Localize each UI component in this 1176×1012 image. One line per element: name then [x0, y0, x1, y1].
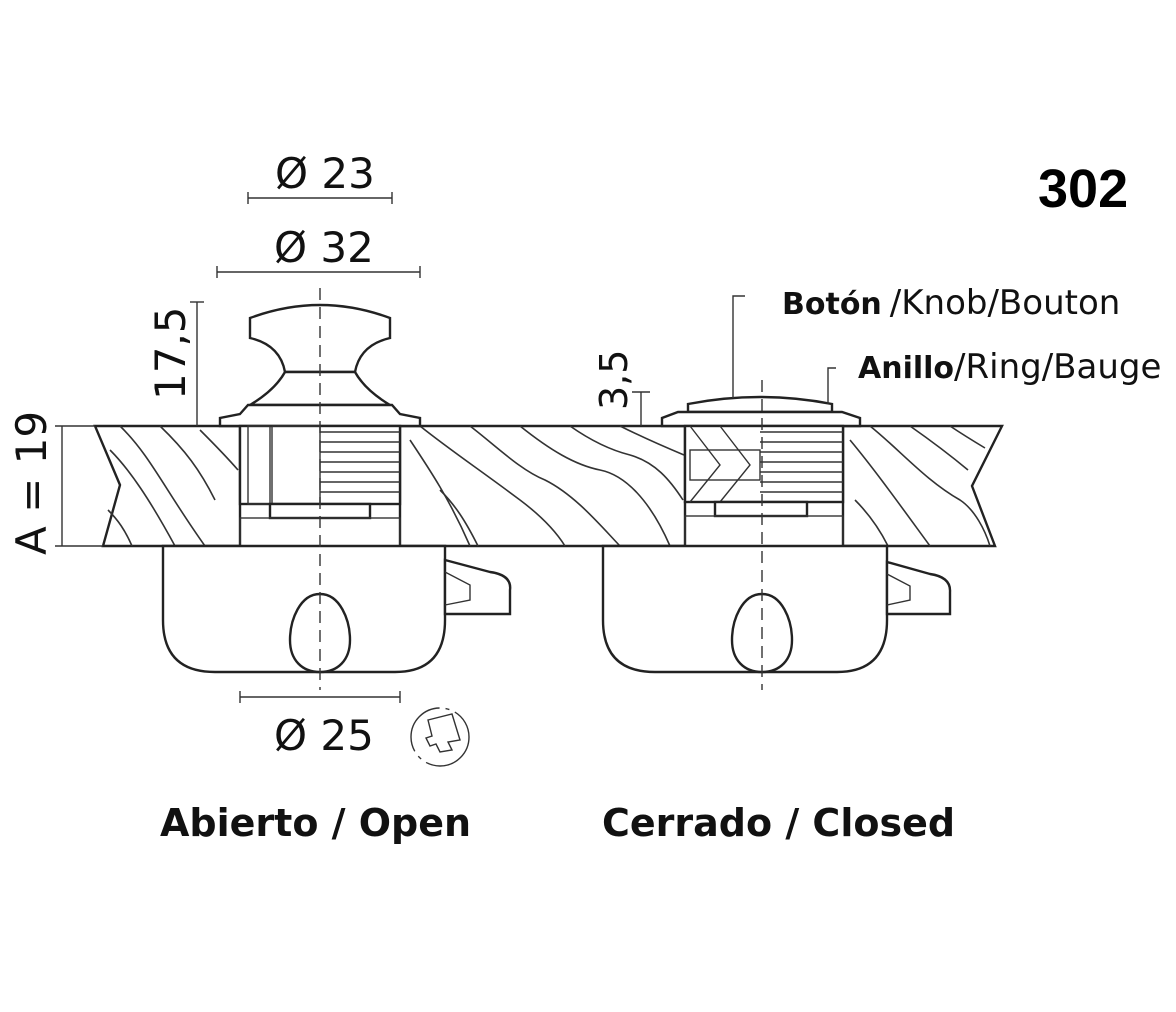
dim-knob-diameter: Ø 23	[275, 149, 375, 198]
state-closed-label: Cerrado / Closed	[602, 801, 955, 845]
dimension-lines	[55, 192, 836, 703]
model-number: 302	[1038, 159, 1128, 219]
callout-knob-rest: /Knob/Bouton	[890, 283, 1121, 323]
key-icon	[410, 707, 470, 767]
dim-ring-height: 3,5	[592, 350, 636, 410]
dim-panel-thickness: A = 19	[7, 411, 56, 555]
dim-ring-diameter: Ø 32	[274, 223, 374, 272]
callout-ring-es: Anillo	[858, 351, 954, 386]
dim-knob-height: 17,5	[146, 306, 195, 400]
dim-cup-diameter: Ø 25	[274, 711, 374, 760]
wood-panel	[93, 424, 1004, 548]
latch-closed	[601, 380, 952, 690]
callout-knob-es: Botón	[782, 287, 882, 322]
callout-knob: Botón/Knob/Bouton	[782, 283, 1120, 323]
callout-ring: Anillo/Ring/Bauge	[858, 347, 1161, 387]
latch-open	[161, 288, 512, 690]
state-open-label: Abierto / Open	[160, 801, 471, 845]
callout-ring-rest: /Ring/Bauge	[954, 347, 1161, 387]
